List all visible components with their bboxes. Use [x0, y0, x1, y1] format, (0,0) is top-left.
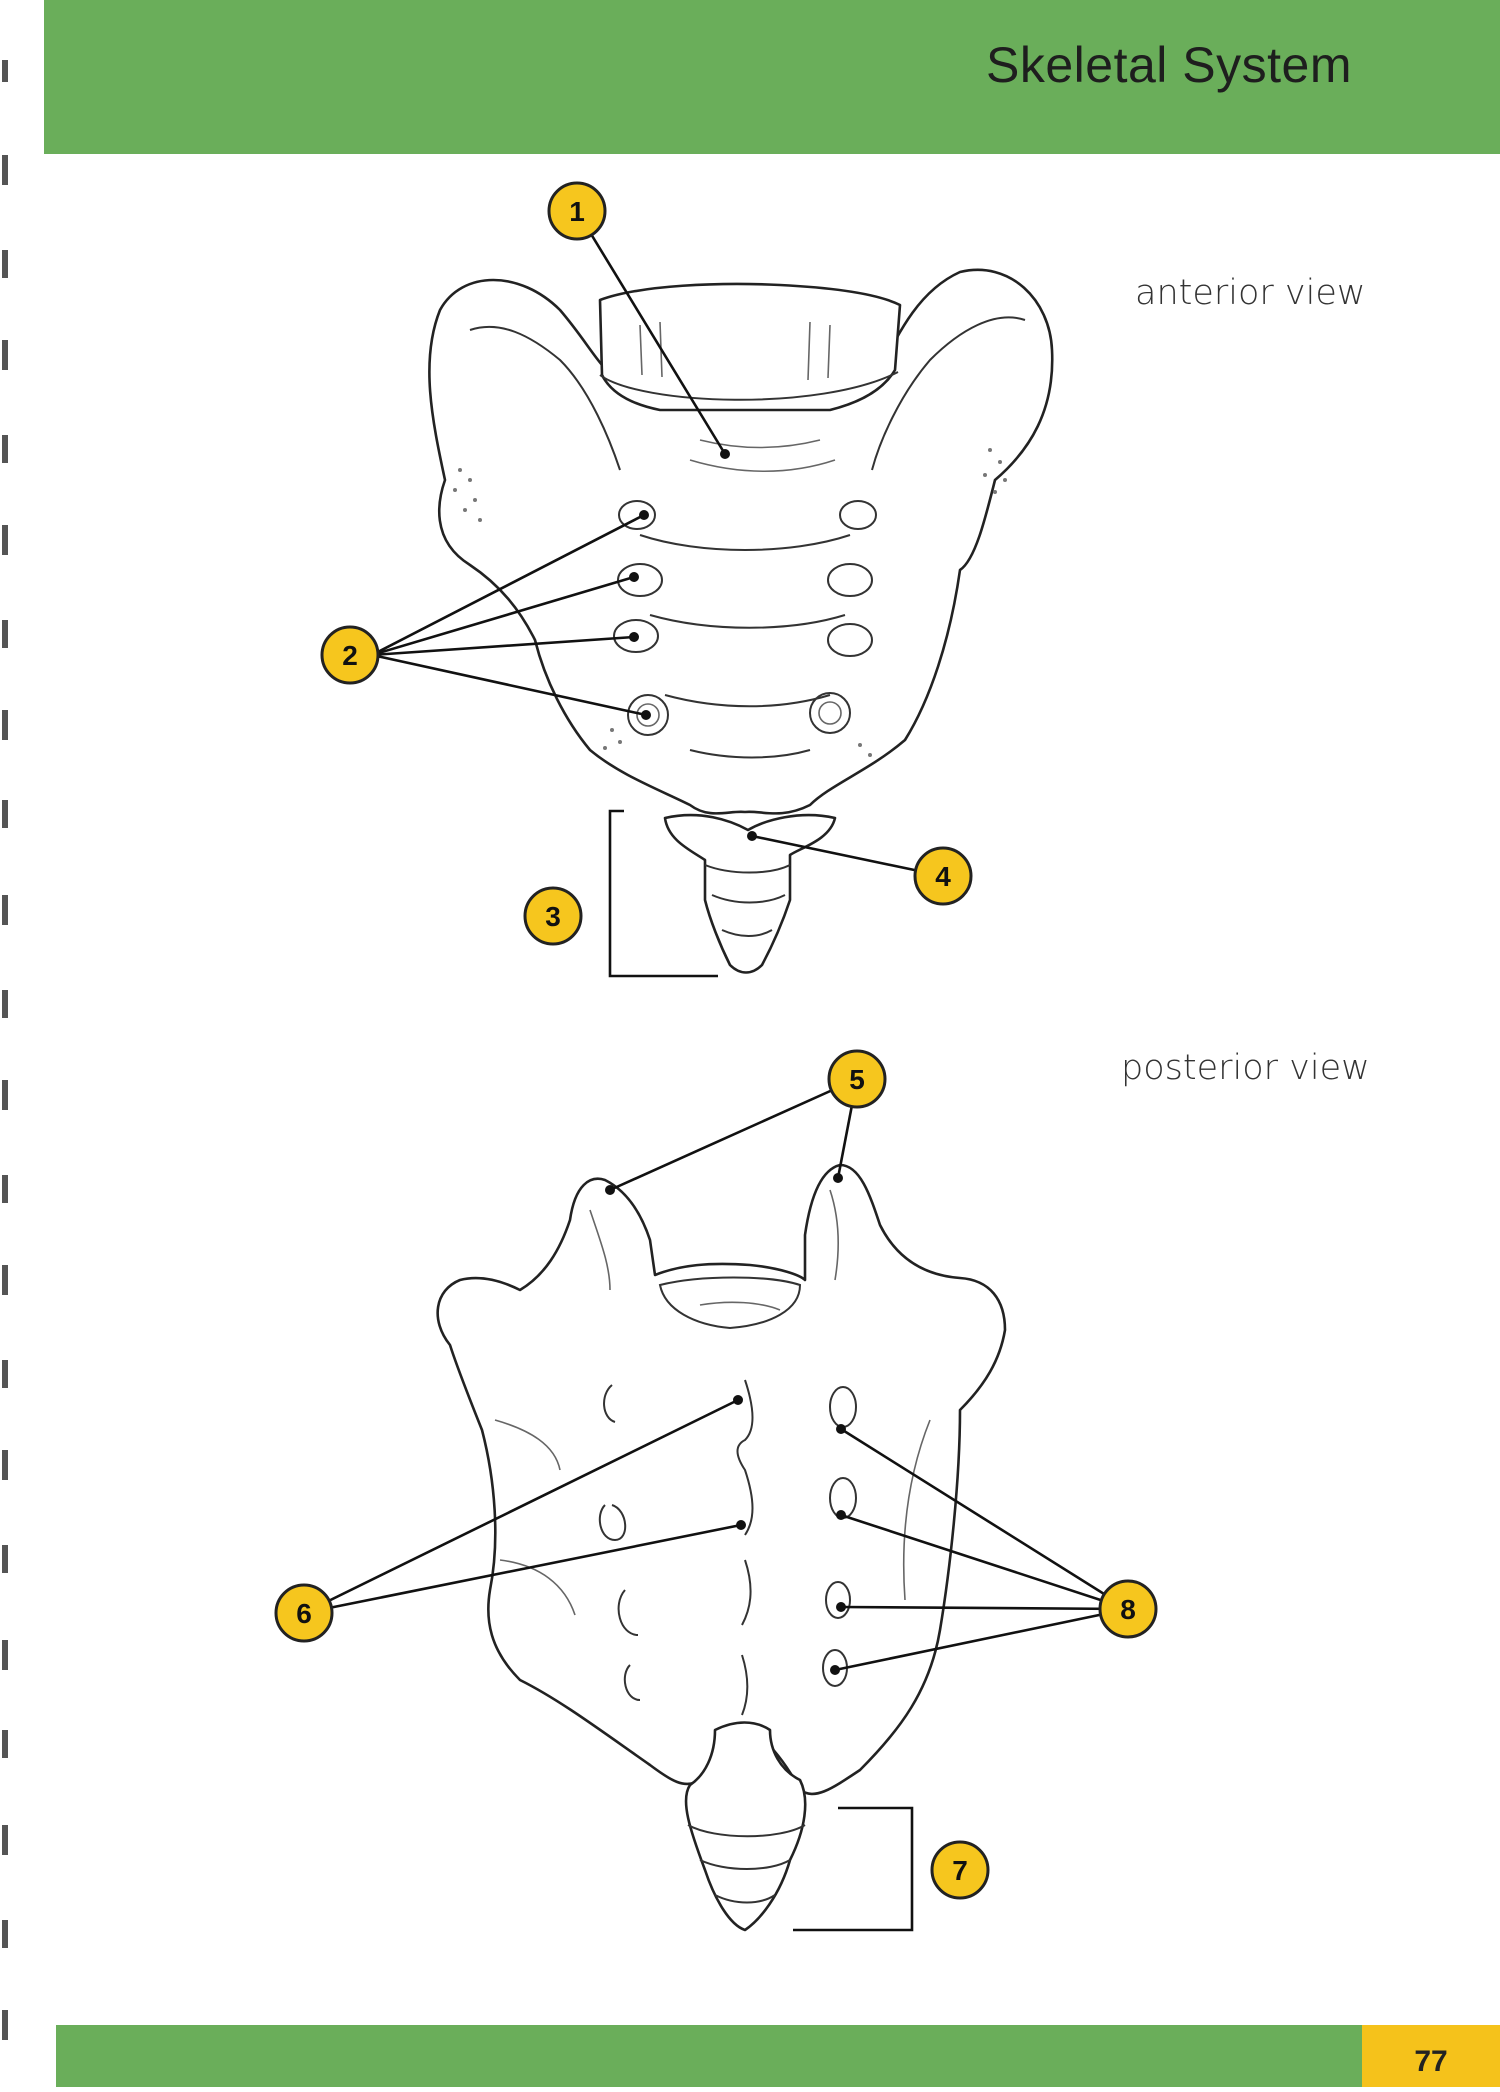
- callout-1: 1: [547, 181, 607, 241]
- callout-1-label: 1: [569, 196, 585, 227]
- sacrum-posterior-drawing: [436, 1163, 1007, 1932]
- callout-4: 4: [913, 846, 973, 906]
- header-band: [44, 0, 1500, 154]
- callout-3: 3: [523, 886, 583, 946]
- binding-marks: [2, 60, 8, 2040]
- callout-6: 6: [274, 1583, 334, 1643]
- callout-8: 8: [1098, 1579, 1158, 1639]
- page-number: 77: [1414, 2045, 1448, 2078]
- bracket-3: [608, 809, 718, 978]
- posterior-view-label: posterior view: [1121, 1048, 1370, 1088]
- page-title: Skeletal System: [986, 37, 1352, 93]
- callout-5-label: 5: [849, 1064, 865, 1095]
- callout-2-label: 2: [342, 640, 358, 671]
- callout-5: 5: [827, 1049, 887, 1109]
- page-number-box: 77: [1362, 2025, 1500, 2087]
- binding-edge: [0, 0, 14, 2087]
- callout-6-label: 6: [296, 1598, 312, 1629]
- callout-3-label: 3: [545, 901, 561, 932]
- callout-7: 7: [930, 1840, 990, 1900]
- footer-band: [56, 2025, 1362, 2087]
- anterior-leaders: [371, 210, 944, 878]
- callout-7-label: 7: [952, 1855, 968, 1886]
- callout-8-label: 8: [1120, 1594, 1136, 1625]
- anterior-view-label: anterior view: [1135, 273, 1366, 313]
- sacrum-anterior-drawing: [428, 268, 1054, 974]
- callout-2: 2: [320, 625, 380, 685]
- bracket-7: [793, 1806, 914, 1932]
- callout-4-label: 4: [935, 861, 951, 892]
